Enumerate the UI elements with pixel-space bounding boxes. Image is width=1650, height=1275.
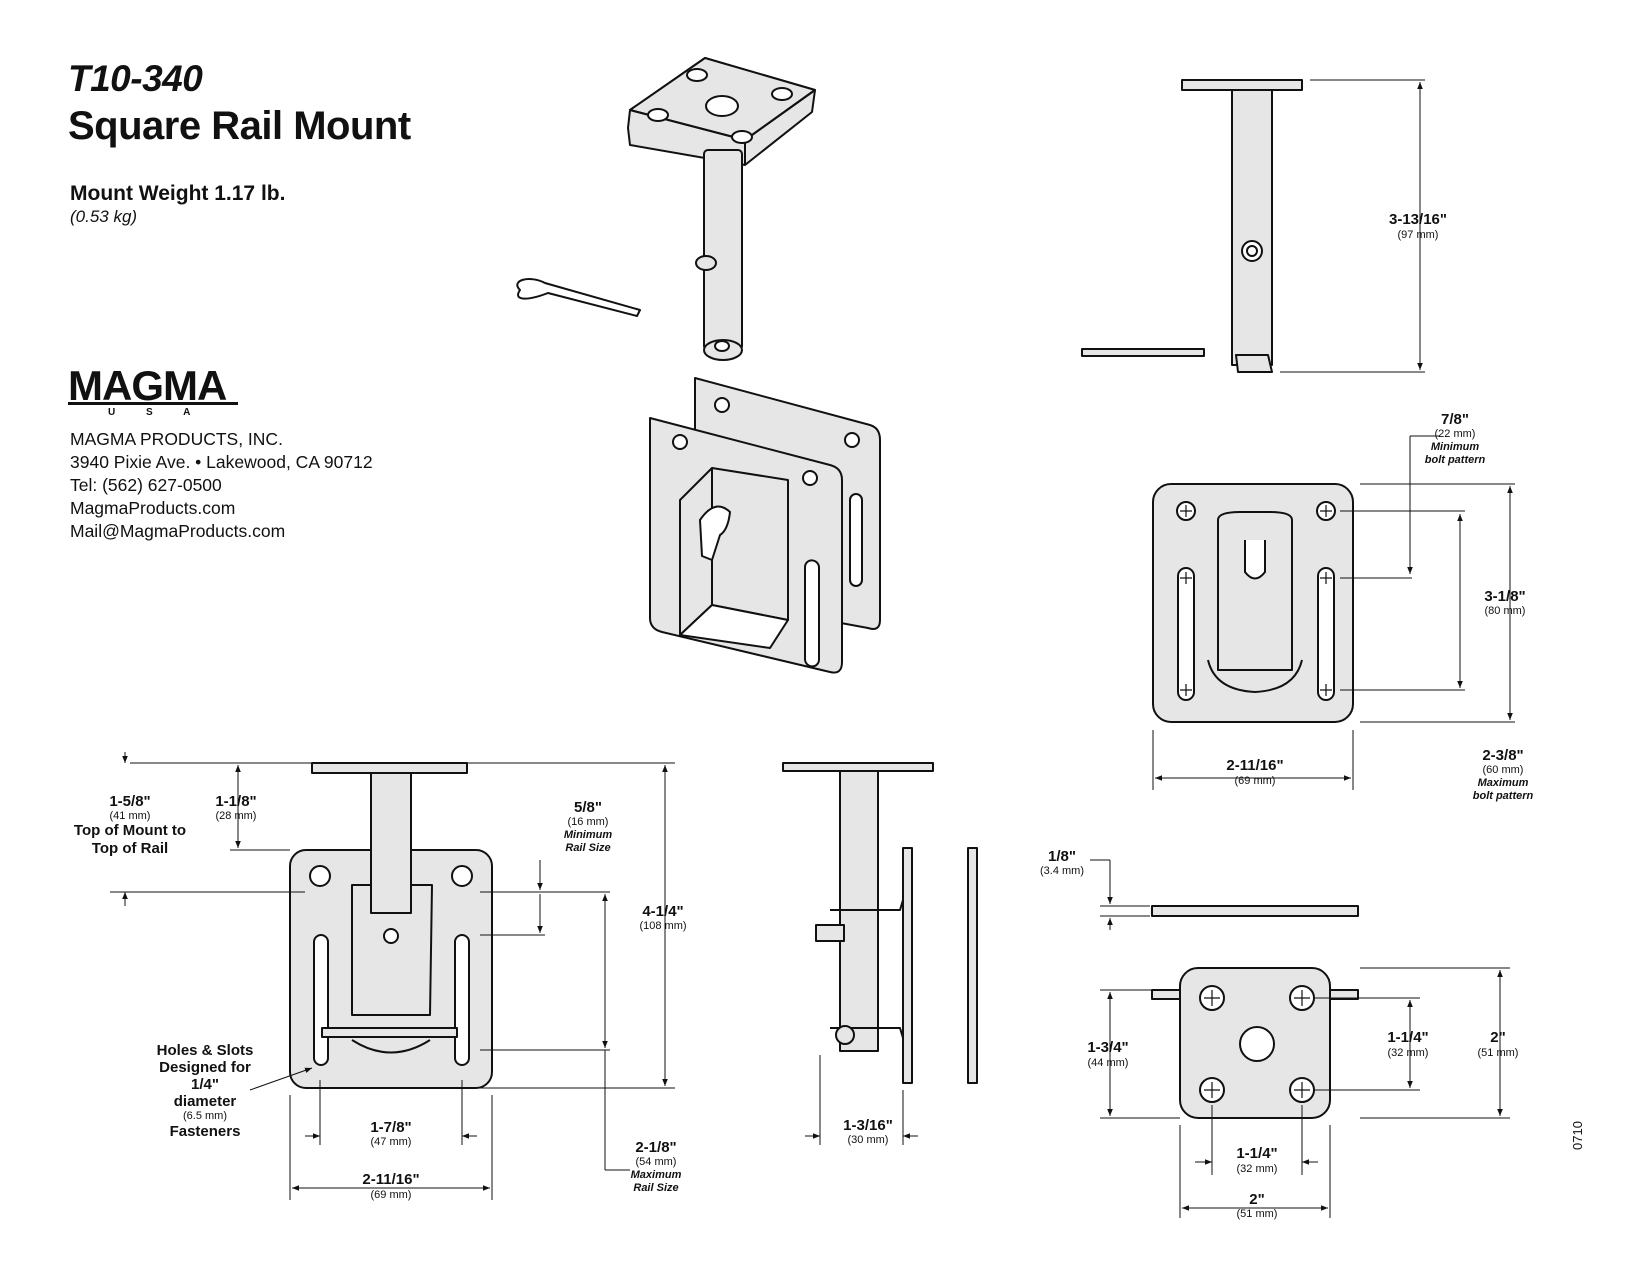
mount-weight: Mount Weight 1.17 lb. (70, 182, 286, 205)
dim-1-3-16-mm: (30 mm) (848, 1134, 889, 1146)
company-info: MAGMA PRODUCTS, INC. 3940 Pixie Ave. • L… (70, 428, 373, 543)
side-view-pin (1081, 79, 1303, 373)
dim-2-11-16-top: 2-11/16" (1226, 757, 1283, 774)
dim-1-8: 1/8" (1048, 848, 1076, 865)
company-website[interactable]: MagmaProducts.com (70, 498, 236, 518)
dim-1-1-8: 1-1/8" (215, 793, 256, 810)
dim-3-13-16-mm: (97 mm) (1398, 229, 1439, 241)
dim-1-5-8-mm: (41 mm) (110, 810, 151, 822)
dim-4-1-4-mm: (108 mm) (639, 920, 686, 932)
dim-5-8-note2: Rail Size (565, 842, 610, 854)
dim-1-7-8-mm: (47 mm) (371, 1136, 412, 1148)
holes-note-mm: (6.5 mm) (183, 1110, 227, 1122)
company-email[interactable]: Mail@MagmaProducts.com (70, 521, 286, 541)
dim-7-8-note: Minimum (1431, 441, 1479, 453)
dim-2-1-8: 2-1/8" (635, 1139, 676, 1156)
dim-3-13-16: 3-13/16" (1389, 211, 1447, 228)
dim-2-horizontal-mm: (51 mm) (1237, 1208, 1278, 1220)
holes-note-3: 1/4" (191, 1076, 219, 1093)
dim-1-3-4: 1-3/4" (1087, 1039, 1128, 1056)
dim-1-1-4-vertical: 1-1/4" (1387, 1029, 1428, 1046)
dim-7-8-mm: (22 mm) (1435, 428, 1476, 440)
dim-1-5-8: 1-5/8" (109, 793, 150, 810)
dim-1-7-8: 1-7/8" (370, 1119, 411, 1136)
model-number: T10-340 (68, 58, 203, 99)
company-address: 3940 Pixie Ave. • Lakewood, CA 90712 (70, 452, 373, 472)
dim-7-8: 7/8" (1441, 411, 1469, 428)
dim-2-11-16-top-mm: (69 mm) (1235, 775, 1276, 787)
dim-5-8: 5/8" (574, 799, 602, 816)
dim-1-3-16: 1-3/16" (843, 1117, 893, 1134)
dim-2-3-8-mm: (60 mm) (1483, 764, 1524, 776)
front-plate-view (1152, 483, 1354, 723)
bottom-right-plate-top (1151, 905, 1359, 1119)
dim-1-1-8-mm: (28 mm) (216, 810, 257, 822)
iso-bracket (649, 377, 881, 674)
bottom-middle-side-view (782, 762, 978, 1084)
dim-2-3-8: 2-3/8" (1482, 747, 1523, 764)
dim-3-1-8-mm: (80 mm) (1485, 605, 1526, 617)
dim-5-8-note: Minimum (564, 829, 612, 841)
mount-weight-metric: (0.53 kg) (70, 207, 138, 226)
dim-3-1-8: 3-1/8" (1484, 588, 1525, 605)
dim-4-1-4: 4-1/4" (642, 903, 683, 920)
dimension-lines (110, 79, 1515, 1218)
dim-1-1-4-horizontal-mm: (32 mm) (1237, 1163, 1278, 1175)
holes-note-5: Fasteners (170, 1123, 241, 1140)
holes-note-1: Holes & Slots (157, 1042, 254, 1059)
dim-2-vertical-mm: (51 mm) (1478, 1047, 1519, 1059)
dim-2-11-16-bot: 2-11/16" (362, 1171, 419, 1188)
dim-2-3-8-note2: bolt pattern (1473, 790, 1534, 802)
dim-2-3-8-note: Maximum (1478, 777, 1529, 789)
company-phone: Tel: (562) 627-0500 (70, 475, 222, 495)
dim-1-5-8-note2: Top of Rail (92, 840, 168, 857)
magma-logo: MAGMA U S A (68, 362, 238, 416)
svg-text:MAGMA: MAGMA (68, 362, 227, 409)
product-title: Square Rail Mount (68, 104, 411, 148)
dim-5-8-mm: (16 mm) (568, 816, 609, 828)
iso-pin-assembly (516, 57, 816, 361)
company-name: MAGMA PRODUCTS, INC. (70, 429, 283, 449)
dim-2-11-16-bot-mm: (69 mm) (371, 1189, 412, 1201)
dim-2-1-8-note2: Rail Size (633, 1182, 678, 1194)
dim-2-horizontal: 2" (1249, 1191, 1264, 1208)
holes-note-2: Designed for (159, 1059, 251, 1076)
dim-1-5-8-note: Top of Mount to (74, 822, 186, 839)
dim-2-1-8-mm: (54 mm) (636, 1156, 677, 1168)
hole-crosshairs (1180, 505, 1332, 1098)
svg-text:U S A: U S A (108, 407, 204, 416)
dim-1-1-4-vertical-mm: (32 mm) (1388, 1047, 1429, 1059)
dim-7-8-note2: bolt pattern (1425, 454, 1486, 466)
dim-2-vertical: 2" (1490, 1029, 1505, 1046)
dim-2-1-8-note: Maximum (631, 1169, 682, 1181)
holes-note-4: diameter (174, 1093, 237, 1110)
dim-1-8-mm: (3.4 mm) (1040, 865, 1084, 877)
dim-1-1-4-horizontal: 1-1/4" (1236, 1145, 1277, 1162)
bottom-left-elevation (289, 762, 493, 1089)
dim-1-3-4-mm: (44 mm) (1088, 1057, 1129, 1069)
